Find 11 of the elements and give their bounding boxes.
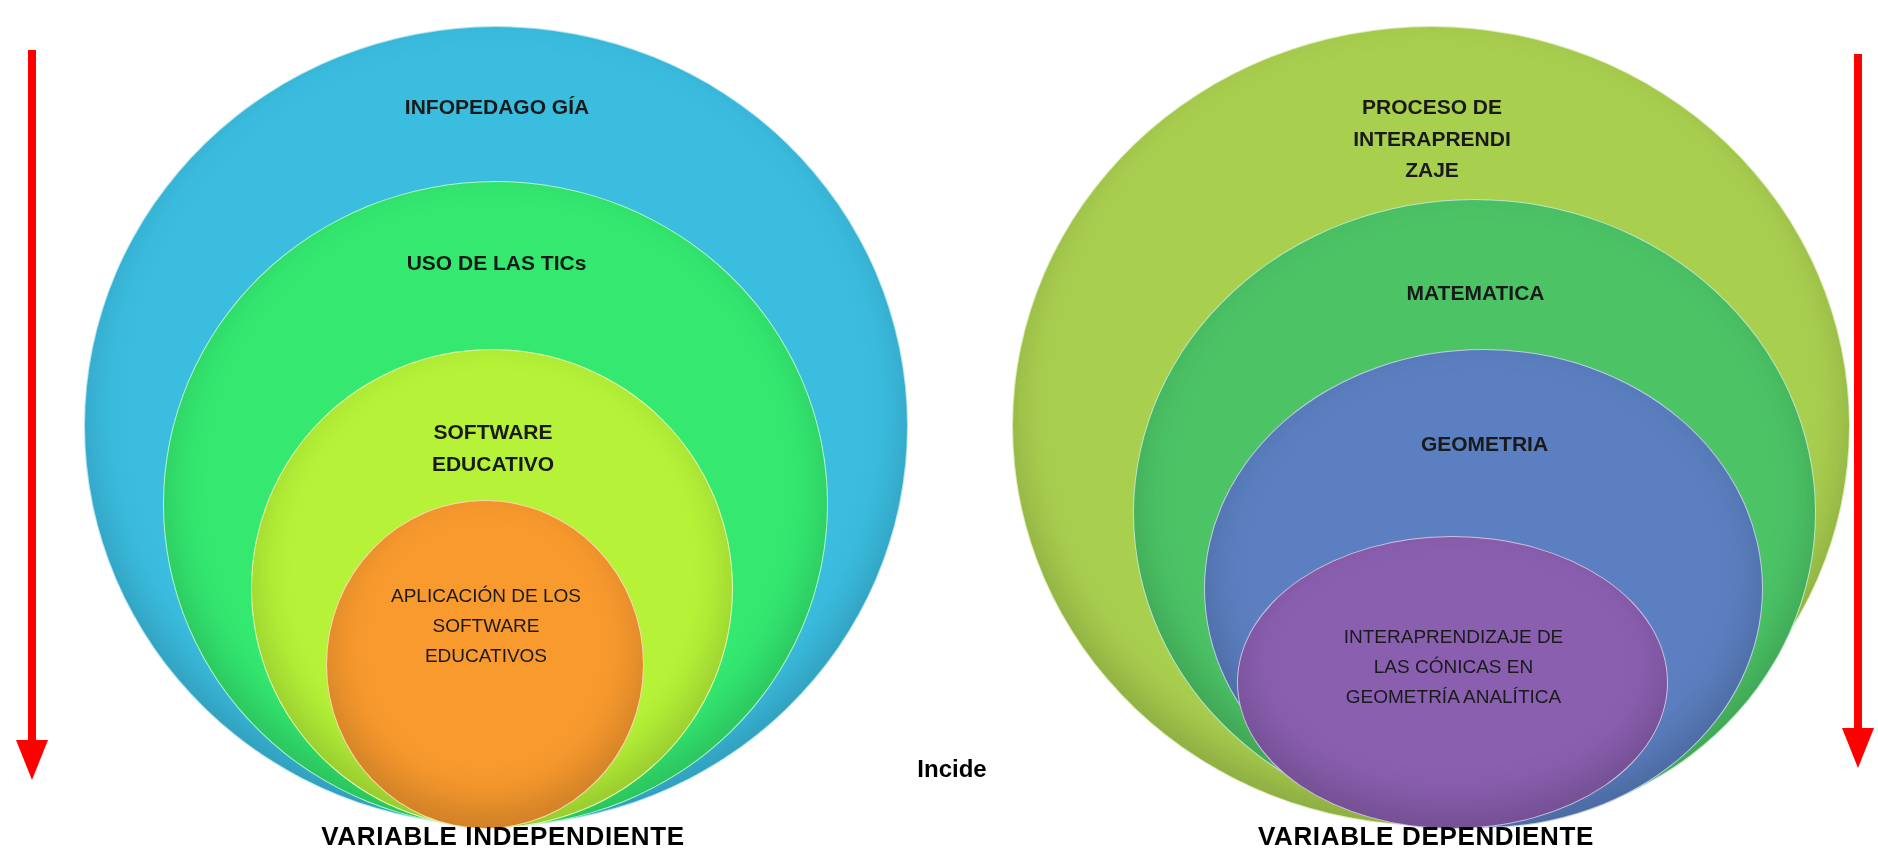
circle-label: GEOMETRIA <box>1419 431 1550 457</box>
circle-label: PROCESO DE INTERAPRENDI ZAJE <box>1352 94 1512 183</box>
circle-label: INFOPEDAGO GÍA <box>403 94 591 120</box>
caption-text: VARIABLE DEPENDIENTE <box>1257 819 1595 853</box>
circle-label: APLICACIÓN DE LOS SOFTWARE EDUCATIVOS <box>389 584 583 668</box>
circle-label: USO DE LAS TICs <box>405 250 588 276</box>
caption-text: Incide <box>917 754 987 784</box>
circle-label: MATEMATICA <box>1405 280 1546 306</box>
circle-label: SOFTWARE EDUCATIVO <box>430 419 556 477</box>
caption-text: VARIABLE INDEPENDIENTE <box>321 819 685 853</box>
circle-label: INTERAPRENDIZAJE DE LAS CÓNICAS EN GEOMETRÍA ANALÍTICA <box>1342 625 1565 709</box>
